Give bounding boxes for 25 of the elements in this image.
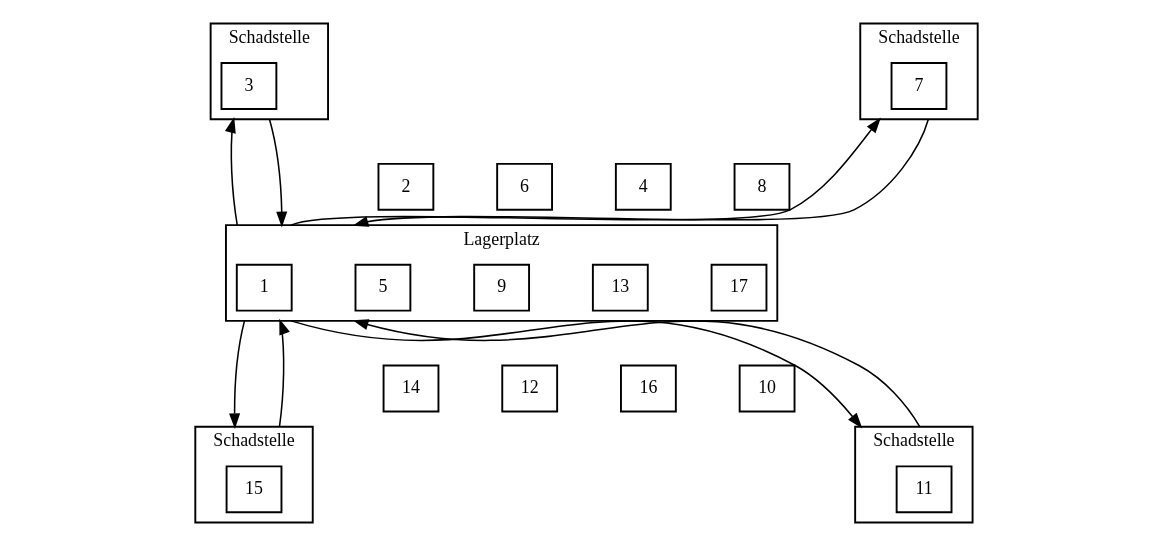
arrow bbox=[268, 118, 288, 228]
node-box: 9 bbox=[473, 263, 531, 312]
arrow bbox=[278, 318, 290, 428]
node-box: 16 bbox=[620, 364, 677, 413]
arrow bbox=[290, 320, 863, 429]
node-box: 4 bbox=[614, 162, 672, 211]
node-box: 7 bbox=[890, 62, 948, 110]
arrow bbox=[290, 117, 881, 226]
arrow bbox=[352, 319, 921, 428]
node-box: 12 bbox=[501, 364, 559, 413]
node-box: 6 bbox=[496, 162, 553, 211]
arrow bbox=[225, 116, 238, 226]
node-box: 13 bbox=[591, 263, 649, 312]
node-box: 10 bbox=[738, 364, 796, 413]
node-box: 11 bbox=[895, 465, 953, 514]
node-box: 2 bbox=[377, 162, 435, 211]
node-box: 14 bbox=[382, 364, 440, 413]
node-box: 17 bbox=[710, 263, 768, 312]
node-box: 8 bbox=[733, 162, 791, 211]
arrow bbox=[352, 118, 930, 227]
node-box: 1 bbox=[235, 263, 293, 312]
node-box: 15 bbox=[225, 465, 283, 514]
node-box: 3 bbox=[220, 62, 278, 110]
arrow bbox=[229, 320, 246, 430]
node-box: 5 bbox=[354, 263, 412, 312]
